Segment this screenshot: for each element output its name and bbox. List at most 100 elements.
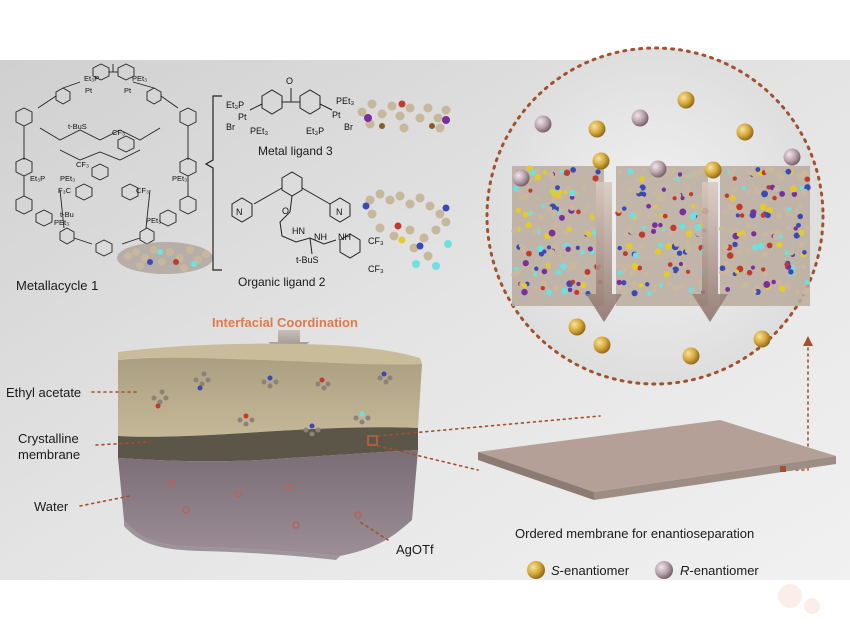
membrane-atom [635, 176, 641, 182]
membrane-atom [622, 243, 627, 248]
chem-et3p: Et₃P [226, 100, 245, 110]
membrane-atom [794, 208, 801, 215]
membrane-atom [585, 231, 592, 237]
membrane-atom [766, 242, 773, 249]
membrane-atom [514, 268, 522, 276]
organic-ligand-structure [231, 171, 361, 259]
membrane-atom [592, 175, 599, 182]
membrane-atom [576, 209, 581, 215]
membrane-atom [621, 280, 627, 286]
ligand-bracket [204, 95, 222, 271]
membrane-atom [548, 249, 555, 256]
membrane-atom [722, 243, 729, 250]
membrane-atom [638, 231, 646, 238]
chem-pet3: PEt₃ [172, 174, 188, 183]
membrane-atom [799, 185, 804, 190]
membrane-atom [679, 223, 686, 230]
membrane-atom [547, 206, 553, 212]
chem-o: O [282, 206, 290, 216]
membrane-atom [541, 204, 546, 209]
membrane-atom [655, 214, 662, 221]
membrane-atom [726, 203, 734, 211]
ethyl-acetate-label: Ethyl acetate [6, 385, 82, 400]
membrane-atom [766, 185, 771, 190]
membrane-atom [787, 206, 792, 212]
membrane-atom [719, 265, 726, 272]
membrane-atom [568, 189, 576, 197]
interfacial-arrow [268, 330, 310, 356]
membrane-atom [658, 222, 663, 228]
membrane-atom [637, 212, 642, 218]
membrane-atom [561, 287, 569, 295]
chem-br: Br [226, 122, 235, 132]
membrane-atom [519, 246, 527, 253]
membrane-atom [653, 176, 659, 182]
membrane-atom [692, 203, 699, 210]
membrane-atom [685, 230, 693, 238]
s-enantiomer-legend: S-enantiomer [551, 563, 629, 578]
membrane-atom [661, 187, 667, 192]
membrane-atom [622, 230, 630, 238]
membrane-atom [559, 214, 565, 221]
membrane-atom [517, 188, 522, 194]
membrane-atom [617, 245, 622, 251]
membrane-atom [788, 249, 795, 256]
membrane-atom [555, 185, 560, 191]
membrane-atom [744, 247, 751, 254]
organic-ligand-label: Organic ligand 2 [238, 275, 326, 289]
membrane-atom [567, 287, 573, 293]
biphasic-box [118, 343, 422, 560]
membrane-atom [678, 284, 684, 290]
membrane-atom [798, 229, 805, 236]
membrane-atom [587, 246, 593, 252]
membrane-atom [559, 169, 565, 175]
metal-ligand-label: Metal ligand 3 [258, 144, 333, 158]
membrane-atom [542, 249, 547, 254]
membrane-atom [672, 266, 679, 274]
membrane-atom [753, 186, 759, 192]
membrane-atom [695, 231, 701, 237]
metallacycle-3d-model [117, 242, 213, 274]
chem-f3c: F₃C [58, 186, 72, 195]
membrane-atom [545, 289, 552, 296]
membrane-atom [635, 188, 640, 194]
membrane-atom [653, 283, 658, 289]
chem-nh: NH [314, 232, 327, 242]
membrane-atom [802, 250, 807, 255]
s-enantiomer-balls [568, 91, 771, 365]
membrane-atom [775, 212, 783, 219]
membrane-atom [650, 228, 657, 235]
membrane-atom [719, 286, 726, 293]
membrane-atom [568, 204, 575, 211]
membrane-atom [621, 288, 628, 295]
membrane-atom [560, 165, 566, 171]
membrane-atom [657, 242, 664, 248]
membrane-atom [521, 288, 528, 296]
membrane-atom [532, 228, 539, 235]
membrane-atom [549, 175, 556, 181]
membrane-atom [766, 207, 774, 214]
membrane-atom [791, 191, 798, 197]
membrane-atom [739, 245, 745, 250]
membrane-atom [739, 213, 745, 218]
membrane-atom [732, 241, 738, 248]
membrane-atom [662, 213, 668, 219]
membrane-atom [641, 167, 646, 172]
membrane-atom [643, 271, 649, 277]
membrane-atom [638, 282, 644, 288]
chem-pt: Pt [332, 110, 341, 120]
membrane-atom [570, 279, 576, 285]
membrane-atom [522, 260, 529, 267]
membrane-atom [763, 231, 768, 237]
membrane-atom [786, 226, 791, 231]
membrane-atom [763, 281, 771, 288]
membrane-atom [522, 211, 529, 218]
membrane-atom [628, 270, 635, 277]
membrane-atom [678, 261, 684, 267]
leader-arrowhead [803, 336, 813, 346]
membrane-atom [590, 210, 595, 215]
membrane-atom [776, 241, 783, 248]
membrane-atom [617, 169, 624, 175]
membrane-atom [558, 206, 564, 212]
